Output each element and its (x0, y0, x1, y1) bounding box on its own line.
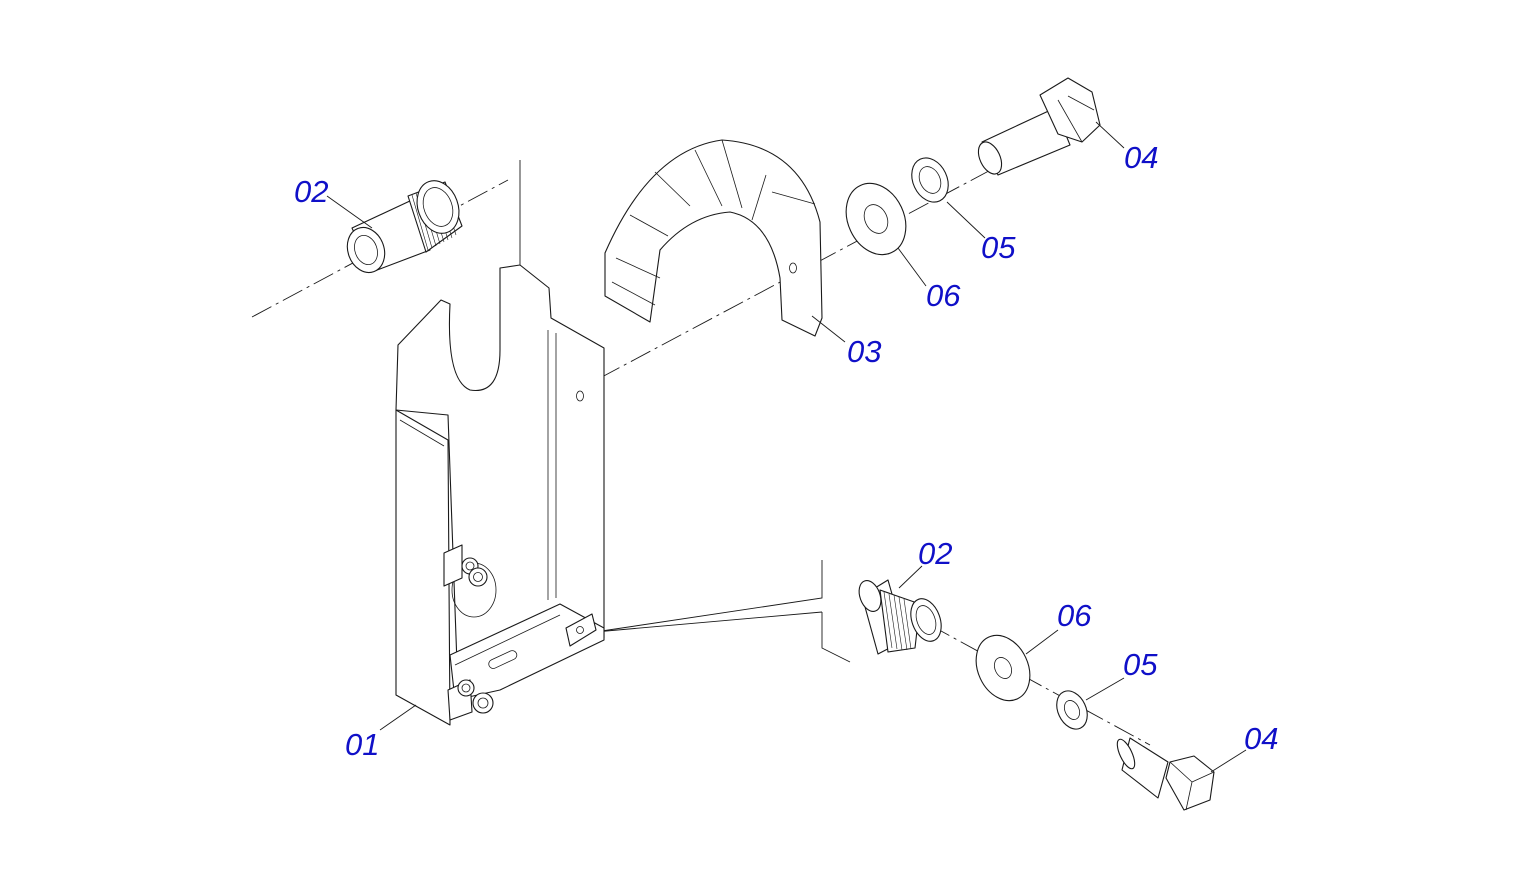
lock-washer-upper (911, 157, 949, 203)
cover-guard (604, 139, 823, 337)
callout-labels: 02 01 03 04 05 06 02 06 05 04 (294, 140, 1278, 762)
callout-05-lower: 05 (1123, 647, 1158, 682)
leader-lines (326, 121, 1247, 773)
knurled-sleeve-lower (858, 579, 942, 655)
callout-01: 01 (345, 727, 379, 762)
bracket-plate (395, 264, 605, 726)
flat-washer-lower (975, 634, 1031, 702)
callout-06-lower: 06 (1057, 598, 1092, 633)
flat-washer-upper (845, 182, 907, 256)
callout-04-lower: 04 (1244, 721, 1278, 756)
hex-bolt-upper (977, 77, 1101, 176)
callout-05-upper: 05 (981, 230, 1016, 265)
callout-03: 03 (847, 334, 881, 369)
lock-washer-lower (1056, 690, 1088, 730)
hex-bolt-lower (1116, 737, 1215, 811)
callout-04-upper: 04 (1124, 140, 1158, 175)
callout-02-lower: 02 (918, 536, 952, 571)
callout-02-upper: 02 (294, 174, 328, 209)
callout-06-upper: 06 (926, 278, 961, 313)
knurled-sleeve-upper (346, 180, 463, 274)
